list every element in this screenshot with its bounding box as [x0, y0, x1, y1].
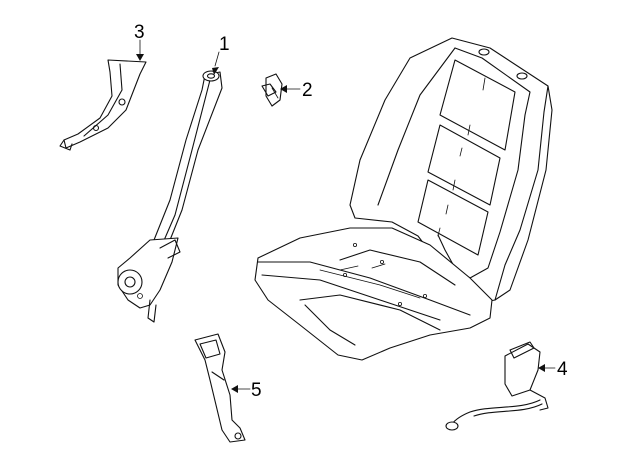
buckle-with-wire-part — [445, 341, 549, 431]
callout-4-number: 4 — [557, 359, 568, 380]
callout-2-number: 2 — [302, 80, 313, 101]
belt-guide-clip-part — [261, 73, 283, 107]
callout-1-number: 1 — [219, 34, 230, 55]
buckle-strap-part — [194, 333, 246, 443]
callout-3: 3 — [134, 22, 145, 61]
mounting-bracket-part — [59, 59, 147, 151]
callout-5-number: 5 — [251, 380, 262, 401]
callout-4: 4 — [538, 359, 568, 380]
seat-illustration — [254, 37, 553, 361]
callout-5: 5 — [231, 380, 262, 401]
callout-2: 2 — [280, 80, 313, 101]
callout-1: 1 — [212, 34, 230, 75]
callout-3-number: 3 — [134, 22, 145, 43]
shoulder-belt-retractor-part — [117, 70, 223, 323]
